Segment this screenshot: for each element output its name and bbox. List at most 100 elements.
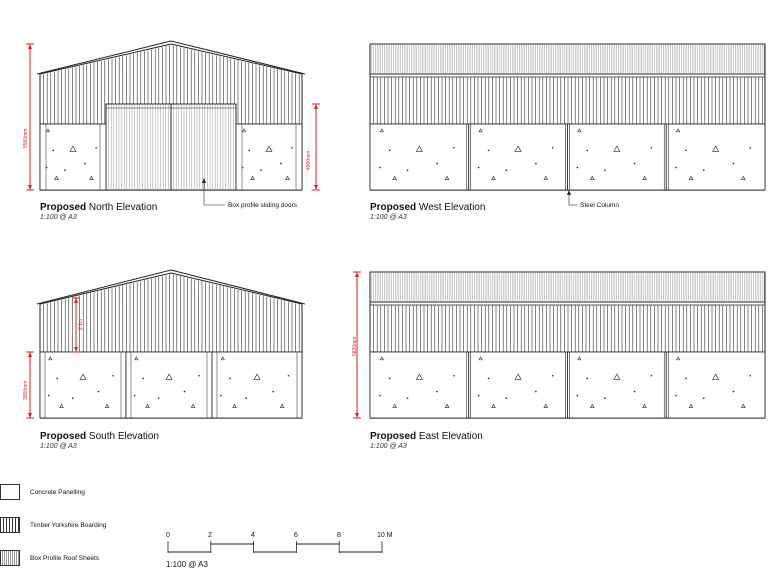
triangle-mark (543, 403, 549, 408)
south-scale: 1:100 @ A3 (40, 443, 77, 450)
steel-column-note: Steel Column (580, 202, 620, 209)
dot-mark (280, 162, 282, 165)
dot-mark (702, 397, 705, 400)
concrete-panel (665, 123, 766, 191)
east-scale: 1:100 @ A3 (370, 443, 407, 450)
dot-mark (229, 377, 231, 380)
scale-bar-graphic (167, 541, 383, 553)
dimension-arrow (28, 352, 32, 357)
legend-item-roof: Box Profile Roof Sheets (0, 550, 99, 566)
triangle-mark (392, 175, 397, 180)
dot-mark (576, 166, 579, 169)
leader-arrow (567, 190, 571, 195)
boarding-lines (43, 45, 300, 124)
scale-tick-4: 4 (251, 532, 255, 539)
dot-mark (749, 146, 751, 149)
east-height-dim: 5830mm (352, 336, 358, 356)
dot-mark (675, 394, 677, 397)
dot-mark (551, 146, 554, 149)
dot-mark (650, 374, 653, 377)
dot-mark (436, 390, 438, 393)
triangle-mark (134, 356, 139, 361)
dot-mark (142, 377, 144, 380)
dot-mark (183, 390, 186, 393)
boarding-lines (371, 272, 765, 302)
concrete-panel (39, 351, 127, 419)
concrete-panel (235, 123, 303, 191)
dot-mark (388, 377, 391, 380)
dimension-arrow (28, 44, 32, 49)
triangle-mark (415, 145, 423, 152)
boarding-lines (108, 104, 234, 190)
triangle-mark (145, 403, 150, 408)
dot-mark (702, 169, 705, 171)
legend-item-concrete: Concrete Panelling (0, 484, 85, 500)
dot-mark (406, 397, 409, 400)
triangle-mark (589, 403, 595, 408)
triangle-mark (688, 403, 694, 408)
dot-mark (133, 394, 136, 397)
dot-mark (453, 146, 455, 149)
triangle-mark (642, 403, 647, 408)
triangle-mark (444, 175, 450, 180)
dot-mark (379, 166, 381, 169)
triangle-mark (478, 128, 483, 133)
triangle-mark (89, 175, 94, 180)
east-elevation (353, 271, 766, 419)
south-bold: Proposed (40, 431, 87, 442)
dimension-arrow (355, 272, 359, 277)
boarding-lines (373, 305, 763, 352)
dot-mark (45, 166, 48, 169)
dot-mark (749, 374, 751, 377)
dot-mark (477, 166, 480, 169)
dot-mark (84, 162, 86, 165)
south-elevation-caption: Proposed South Elevation 1:100 @ A3 (40, 431, 159, 450)
concrete-panel (468, 351, 568, 419)
scale-tick-8: 8 (337, 532, 341, 539)
triangle-mark (104, 403, 110, 408)
dot-mark (453, 374, 455, 377)
dot-mark (245, 397, 247, 400)
triangle-mark (220, 356, 225, 361)
concrete-swatch (0, 484, 20, 500)
dot-mark (576, 394, 579, 397)
triangle-mark (165, 373, 173, 380)
scale-tick-6: 6 (294, 532, 298, 539)
triangle-mark (444, 403, 450, 408)
dimension-arrow (314, 185, 318, 190)
dimension-arrow (74, 298, 78, 303)
south-inner-dim: 2.1m (78, 318, 84, 330)
dot-mark (633, 162, 636, 165)
dot-mark (406, 169, 409, 171)
triangle-mark (241, 128, 247, 133)
dimension-arrow (355, 413, 359, 418)
scale-tick-10: 10 M (377, 532, 393, 539)
dot-mark (56, 377, 58, 380)
dot-mark (95, 146, 97, 149)
triangle-mark (392, 403, 397, 408)
triangle-mark (675, 128, 681, 133)
dot-mark (535, 162, 537, 165)
dot-mark (732, 390, 735, 393)
triangle-mark (232, 403, 237, 408)
boarding-lines (373, 77, 763, 124)
dimension-arrow (314, 104, 318, 109)
dot-mark (604, 397, 606, 400)
north-elevation (26, 40, 320, 206)
triangle-mark (415, 373, 423, 380)
triangle-mark (675, 356, 681, 361)
triangle-mark (285, 175, 290, 180)
dot-mark (47, 394, 50, 397)
dimension-arrow (28, 413, 32, 418)
east-bold: Proposed (370, 431, 417, 442)
roof-swatch (0, 550, 20, 566)
north-door-height-dim: 4000mm (306, 150, 312, 170)
north-height-dim: 5560mm (23, 128, 29, 148)
dot-mark (551, 374, 554, 377)
triangle-mark (190, 403, 196, 408)
dot-mark (198, 374, 200, 377)
dot-mark (112, 374, 114, 377)
triangle-mark (54, 175, 59, 180)
dot-mark (71, 397, 74, 400)
